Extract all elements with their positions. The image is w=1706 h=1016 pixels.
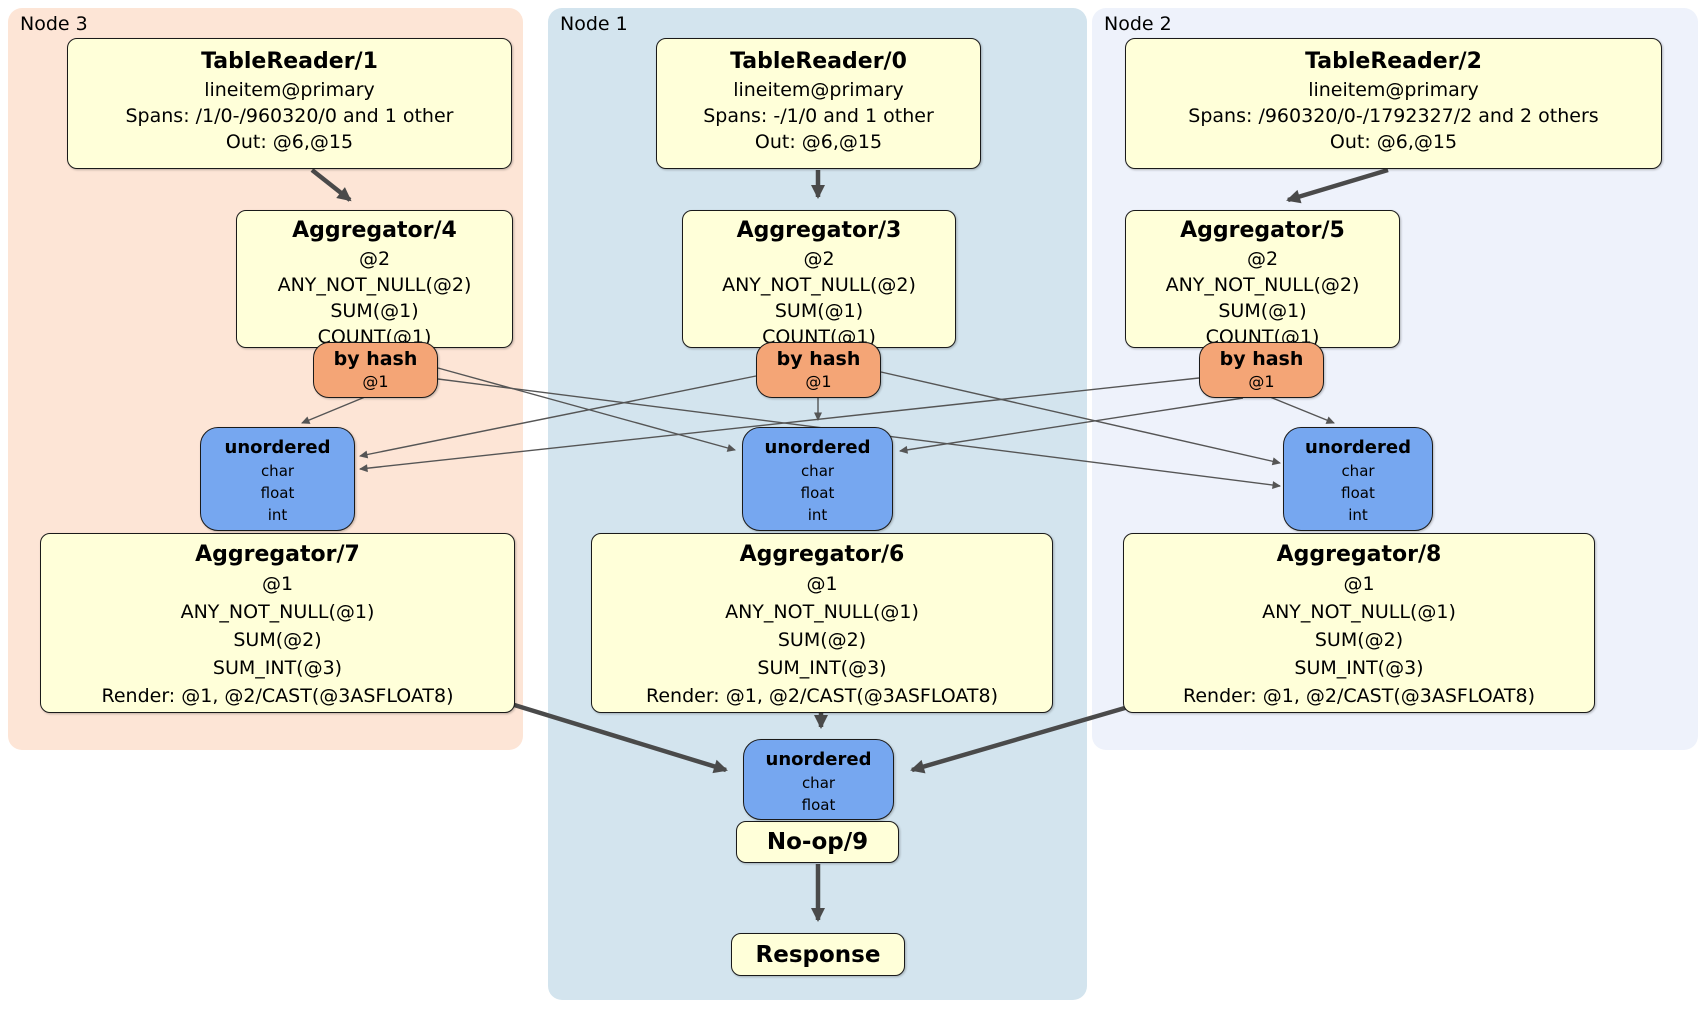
edge-hash2-sync1 [899, 397, 1244, 454]
processor-aggregator-8: Aggregator/8 @1 ANY_NOT_NULL(@1) SUM(@2)… [1123, 533, 1595, 713]
processor-title: TableReader/2 [1305, 49, 1482, 74]
router-title: by hash [776, 348, 861, 370]
agg-fn: SUM(@2) [777, 629, 867, 651]
panel-node1-label: Node 1 [560, 13, 628, 35]
sync-col-type: int [1348, 506, 1368, 524]
sync-col-type: int [807, 506, 828, 524]
processor-aggregator-4: Aggregator/4 @2 ANY_NOT_NULL(@2) SUM(@1)… [236, 210, 513, 348]
spans-label: Spans: /960320/0-/1792327/2 and 2 others [1188, 105, 1599, 127]
group-cols: @2 [358, 248, 391, 270]
sync-col-type: char [800, 462, 835, 480]
edge-hash2-sync3 [359, 377, 1200, 473]
sync-title: unordered [224, 437, 331, 458]
group-cols: @1 [1343, 573, 1375, 595]
agg-fn: ANY_NOT_NULL(@2) [722, 274, 916, 296]
agg-fn: SUM(@2) [1314, 629, 1404, 651]
spans-label: Spans: -/1/0 and 1 other [703, 105, 934, 127]
processor-aggregator-3: Aggregator/3 @2 ANY_NOT_NULL(@2) SUM(@1)… [682, 210, 956, 348]
processor-aggregator-5: Aggregator/5 @2 ANY_NOT_NULL(@2) SUM(@1)… [1125, 210, 1400, 348]
router-key: @1 [805, 372, 832, 391]
sync-col-type: float [260, 484, 295, 502]
panel-node3-label: Node 3 [20, 13, 88, 35]
router-by-hash-node3: by hash @1 [313, 342, 438, 398]
spans-label: Spans: /1/0-/960320/0 and 1 other [125, 105, 454, 127]
out-label: Out: @6,@15 [225, 131, 354, 153]
response-box: Response [731, 933, 905, 976]
sync-unordered-node2: unordered char float int [1283, 427, 1433, 531]
sync-title: unordered [1305, 437, 1411, 458]
processor-tablereader-2: TableReader/2 lineitem@primary Spans: /9… [1125, 38, 1662, 169]
edge-hash3-sync1 [437, 367, 736, 452]
group-cols: @2 [803, 248, 835, 270]
panel-node2-label: Node 2 [1104, 13, 1172, 35]
processor-noop-9: No-op/9 [736, 821, 899, 863]
processor-title: No-op/9 [766, 829, 869, 855]
router-key: @1 [1248, 372, 1275, 391]
processor-title: Aggregator/3 [736, 218, 902, 243]
edge-hash1-sync2 [880, 371, 1281, 466]
sync-title: unordered [765, 749, 872, 770]
sync-title: unordered [764, 437, 871, 458]
agg-fn: SUM_INT(@3) [757, 657, 887, 679]
sync-col-type: char [1341, 462, 1375, 480]
sync-col-type: int [267, 506, 288, 524]
processor-aggregator-7: Aggregator/7 @1 ANY_NOT_NULL(@1) SUM(@2)… [40, 533, 515, 713]
index-label: lineitem@primary [733, 79, 904, 101]
router-by-hash-node1: by hash @1 [756, 342, 881, 398]
edge-agg8-syncfinal [910, 700, 1143, 774]
sync-unordered-final: unordered char float [743, 739, 894, 820]
agg-fn: ANY_NOT_NULL(@1) [1262, 601, 1456, 623]
edge-tr1-agg4 [310, 168, 352, 202]
sync-col-type: char [801, 774, 836, 792]
edge-agg7-syncfinal [497, 697, 728, 774]
sync-col-type: float [800, 484, 835, 502]
edge-hash3-sync3 [301, 396, 366, 424]
render-expr: Render: @1, @2/CAST(@3ASFLOAT8) [1183, 685, 1535, 707]
agg-fn: ANY_NOT_NULL(@1) [180, 601, 375, 623]
processor-title: TableReader/1 [201, 49, 378, 74]
router-by-hash-node2: by hash @1 [1199, 342, 1324, 398]
router-key: @1 [362, 372, 389, 391]
processor-title: Aggregator/5 [1180, 218, 1345, 243]
router-title: by hash [333, 348, 418, 370]
agg-fn: SUM(@1) [330, 300, 419, 322]
out-label: Out: @6,@15 [754, 131, 883, 153]
agg-fn: ANY_NOT_NULL(@2) [277, 274, 472, 296]
render-expr: Render: @1, @2/CAST(@3ASFLOAT8) [646, 685, 998, 707]
processor-title: Aggregator/7 [195, 542, 360, 567]
sync-col-type: float [1341, 484, 1375, 502]
index-label: lineitem@primary [204, 79, 375, 101]
agg-fn: SUM(@2) [233, 629, 322, 651]
edge-tr2-agg5 [1286, 167, 1389, 204]
processor-tablereader-0: TableReader/0 lineitem@primary Spans: -/… [656, 38, 981, 169]
edge-hash2-sync2 [1269, 396, 1335, 424]
group-cols: @1 [261, 573, 294, 595]
processor-title: TableReader/0 [730, 49, 907, 74]
sync-col-type: char [260, 462, 295, 480]
processor-title: Aggregator/6 [739, 542, 905, 567]
router-title: by hash [1219, 348, 1304, 370]
processor-title: Aggregator/4 [292, 218, 457, 243]
sync-unordered-node3: unordered char float int [200, 427, 355, 531]
edge-hash1-sync3 [359, 375, 757, 459]
group-cols: @1 [806, 573, 838, 595]
sync-unordered-node1: unordered char float int [742, 427, 893, 531]
processor-tablereader-1: TableReader/1 lineitem@primary Spans: /1… [67, 38, 512, 169]
index-label: lineitem@primary [1308, 79, 1479, 101]
agg-fn: SUM_INT(@3) [212, 657, 343, 679]
out-label: Out: @6,@15 [1329, 131, 1458, 153]
response-title: Response [755, 941, 881, 968]
agg-fn: SUM(@1) [774, 300, 864, 322]
agg-fn: SUM_INT(@3) [1294, 657, 1424, 679]
processor-aggregator-6: Aggregator/6 @1 ANY_NOT_NULL(@1) SUM(@2)… [591, 533, 1053, 713]
stream-arrows [310, 167, 1389, 922]
agg-fn: SUM(@1) [1218, 300, 1307, 322]
sync-col-type: float [801, 796, 836, 814]
group-cols: @2 [1246, 248, 1279, 270]
render-expr: Render: @1, @2/CAST(@3ASFLOAT8) [101, 685, 454, 707]
agg-fn: ANY_NOT_NULL(@1) [725, 601, 919, 623]
processor-title: Aggregator/8 [1276, 542, 1442, 567]
agg-fn: ANY_NOT_NULL(@2) [1165, 274, 1360, 296]
